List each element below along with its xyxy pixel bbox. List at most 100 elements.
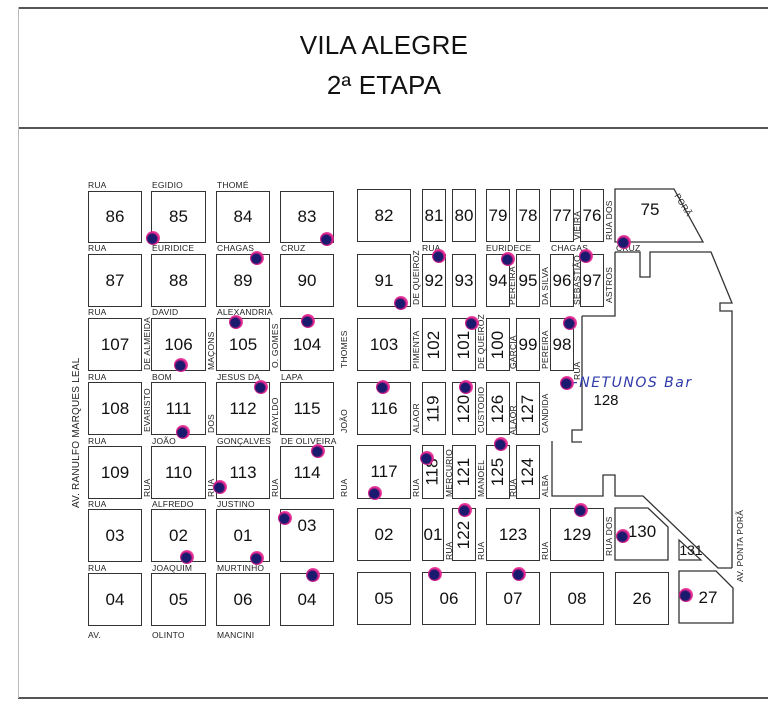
block-88[interactable]: 88 — [151, 254, 206, 307]
marker-dot[interactable] — [679, 588, 693, 602]
block-131[interactable]: 131 — [679, 542, 703, 558]
block-109[interactable]: 109 — [88, 446, 142, 499]
block-01-a[interactable]: 01 — [216, 509, 270, 562]
block-04-b[interactable]: 04 — [280, 573, 334, 626]
block-127[interactable]: 127 — [516, 382, 540, 435]
block-08[interactable]: 08 — [550, 572, 604, 625]
marker-dot[interactable] — [465, 316, 479, 330]
marker-dot[interactable] — [458, 503, 472, 517]
block-117[interactable]: 117 — [357, 445, 411, 499]
block-121[interactable]: 121 — [452, 445, 476, 499]
marker-dot[interactable] — [512, 567, 526, 581]
marker-dot[interactable] — [278, 511, 292, 525]
block-27[interactable]: 27 — [698, 588, 718, 607]
marker-dot[interactable] — [229, 315, 243, 329]
block-02-b[interactable]: 02 — [357, 508, 411, 561]
marker-dot[interactable] — [560, 376, 574, 390]
block-03-a[interactable]: 03 — [88, 509, 142, 562]
marker-dot[interactable] — [616, 529, 630, 543]
block-86[interactable]: 86 — [88, 191, 142, 243]
block-96[interactable]: 96 — [550, 254, 574, 307]
marker-dot[interactable] — [301, 314, 315, 328]
marker-dot[interactable] — [311, 444, 325, 458]
marker-dot[interactable] — [494, 437, 508, 451]
marker-dot[interactable] — [579, 249, 593, 263]
block-94[interactable]: 94 — [486, 254, 510, 307]
marker-dot[interactable] — [432, 249, 446, 263]
street-label: ALEXANDRIA — [217, 307, 273, 317]
street-label: CUSTODIO — [476, 386, 486, 433]
block-95[interactable]: 95 — [516, 254, 540, 307]
block-05-a[interactable]: 05 — [151, 573, 206, 626]
block-78[interactable]: 78 — [516, 189, 540, 242]
block-87[interactable]: 87 — [88, 254, 142, 307]
block-123[interactable]: 123 — [486, 508, 540, 561]
marker-dot[interactable] — [420, 451, 434, 465]
block-125[interactable]: 125 — [486, 445, 510, 499]
block-04-a[interactable]: 04 — [88, 573, 142, 626]
marker-dot[interactable] — [368, 486, 382, 500]
block-85[interactable]: 85 — [151, 191, 206, 243]
block-93[interactable]: 93 — [452, 254, 476, 307]
block-01-b[interactable]: 01 — [422, 508, 444, 561]
marker-dot[interactable] — [428, 567, 442, 581]
street-label: DE ALMEIDA — [142, 316, 152, 370]
block-113[interactable]: 113 — [216, 446, 270, 499]
marker-dot[interactable] — [306, 568, 320, 582]
block-128[interactable]: 128 — [593, 391, 619, 409]
marker-dot[interactable] — [250, 551, 264, 565]
netunos-bar-annotation: ←NETUNOS Bar — [566, 375, 693, 391]
marker-dot[interactable] — [394, 296, 408, 310]
marker-dot[interactable] — [146, 231, 160, 245]
street-label: JOAQUIM — [152, 563, 193, 573]
marker-dot[interactable] — [213, 480, 227, 494]
block-06-b[interactable]: 06 — [422, 572, 476, 625]
block-90[interactable]: 90 — [280, 254, 334, 307]
block-75[interactable]: 75 — [640, 200, 660, 219]
block-82[interactable]: 82 — [357, 189, 411, 242]
block-126[interactable]: 126 — [486, 382, 510, 435]
marker-dot[interactable] — [320, 232, 334, 246]
block-80[interactable]: 80 — [452, 189, 476, 242]
marker-dot[interactable] — [250, 251, 264, 265]
block-99[interactable]: 99 — [516, 318, 540, 371]
block-106[interactable]: 106 — [151, 318, 206, 371]
marker-dot[interactable] — [501, 252, 515, 266]
street-label: ALBA — [540, 474, 550, 497]
block-114[interactable]: 114 — [280, 446, 334, 499]
block-02-a[interactable]: 02 — [151, 509, 206, 562]
block-81[interactable]: 81 — [422, 189, 446, 242]
block-05-b[interactable]: 05 — [357, 572, 411, 625]
block-115[interactable]: 115 — [280, 382, 334, 435]
block-108[interactable]: 108 — [88, 382, 142, 435]
block-130[interactable]: 130 — [627, 522, 657, 541]
block-84[interactable]: 84 — [216, 191, 270, 243]
marker-dot[interactable] — [563, 316, 577, 330]
block-102[interactable]: 102 — [422, 318, 446, 371]
marker-dot[interactable] — [459, 380, 473, 394]
marker-dot[interactable] — [254, 380, 268, 394]
block-26[interactable]: 26 — [615, 572, 669, 625]
block-124[interactable]: 124 — [516, 445, 540, 499]
block-92[interactable]: 92 — [422, 254, 446, 307]
block-79[interactable]: 79 — [486, 189, 510, 242]
block-110[interactable]: 110 — [151, 446, 206, 499]
marker-dot[interactable] — [376, 380, 390, 394]
marker-dot[interactable] — [574, 503, 588, 517]
block-07[interactable]: 07 — [486, 572, 540, 625]
block-129[interactable]: 129 — [550, 508, 604, 561]
block-06-a[interactable]: 06 — [216, 573, 270, 626]
block-105[interactable]: 105 — [216, 318, 270, 371]
header-divider — [18, 127, 768, 129]
block-76[interactable]: 76 — [580, 189, 604, 242]
block-119[interactable]: 119 — [422, 382, 446, 435]
block-107[interactable]: 107 — [88, 318, 142, 371]
marker-dot[interactable] — [176, 425, 190, 439]
marker-dot[interactable] — [174, 358, 188, 372]
block-103[interactable]: 103 — [357, 318, 411, 371]
block-100[interactable]: 100 — [486, 318, 510, 371]
block-77[interactable]: 77 — [550, 189, 574, 242]
marker-dot[interactable] — [617, 235, 631, 249]
street-label: RUA — [88, 499, 107, 509]
marker-dot[interactable] — [180, 550, 194, 564]
